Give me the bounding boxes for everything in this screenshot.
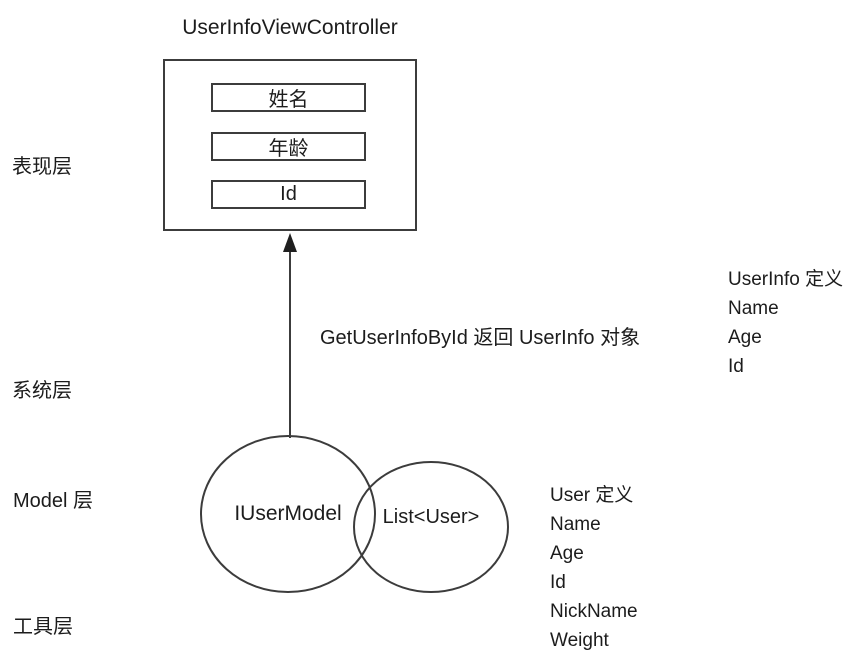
layer-label-system: 系统层 (12, 380, 72, 402)
user-definition-field: Weight (550, 630, 609, 651)
controller-box: 姓名 年龄 Id (163, 59, 417, 231)
iusermodel-circle (200, 435, 376, 593)
field-box-id: Id (211, 180, 366, 209)
layer-label-presentation: 表现层 (12, 156, 72, 178)
listuser-label: List<User> (382, 506, 480, 528)
controller-title: UserInfoViewController (182, 16, 398, 39)
user-definition-field: Age (550, 543, 584, 564)
userinfo-definition-field: Age (728, 327, 762, 348)
user-definition-block: User 定义 Name Age Id NickName Weight (550, 481, 638, 655)
layer-label-tool: 工具层 (13, 616, 73, 638)
user-definition-title: User 定义 (550, 485, 634, 506)
user-definition-field: Name (550, 514, 601, 535)
userinfo-definition-title: UserInfo 定义 (728, 269, 844, 290)
userinfo-definition-field: Id (728, 356, 744, 377)
layer-label-model: Model 层 (13, 490, 94, 512)
arrow-head-icon (283, 233, 297, 252)
arrow-label: GetUserInfoById 返回 UserInfo 对象 (320, 327, 641, 349)
field-box-name: 姓名 (211, 83, 366, 112)
listuser-circle (353, 461, 509, 593)
userinfo-definition-field: Name (728, 298, 779, 319)
field-box-age: 年龄 (211, 132, 366, 161)
userinfo-definition-block: UserInfo 定义 Name Age Id (728, 265, 843, 381)
user-definition-field: Id (550, 572, 566, 593)
iusermodel-label: IUserModel (234, 502, 342, 525)
user-definition-field: NickName (550, 601, 638, 622)
